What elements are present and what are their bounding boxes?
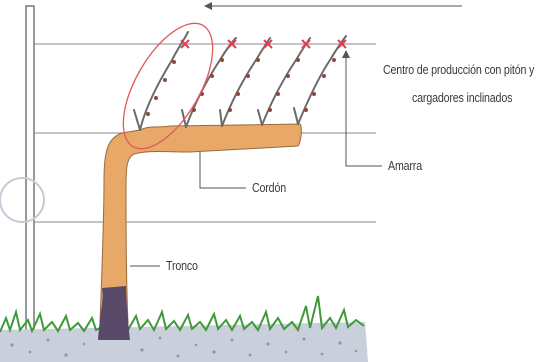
cordon-pointer — [200, 152, 246, 188]
label-centro-line2: cargadores inclinados — [412, 90, 512, 105]
trunk-base — [98, 286, 130, 340]
spur-1 — [134, 110, 140, 130]
trunk — [100, 124, 301, 322]
cane-2 — [186, 38, 236, 127]
centro-arrowhead — [204, 2, 212, 10]
support-post — [0, 6, 44, 346]
label-amarra: Amarra — [388, 158, 422, 173]
label-tronco: Tronco — [166, 258, 198, 273]
label-centro-line1: Centro de producción con pitón y — [383, 62, 534, 77]
label-cordon: Cordón — [252, 180, 286, 195]
cane-3 — [222, 38, 270, 126]
grass — [0, 296, 364, 332]
buds — [146, 58, 336, 116]
spur-5 — [294, 108, 298, 124]
spur-4 — [258, 110, 262, 125]
amarra-pointer — [346, 56, 382, 166]
spur-3 — [220, 110, 222, 126]
amarra-arrowhead — [342, 50, 350, 58]
